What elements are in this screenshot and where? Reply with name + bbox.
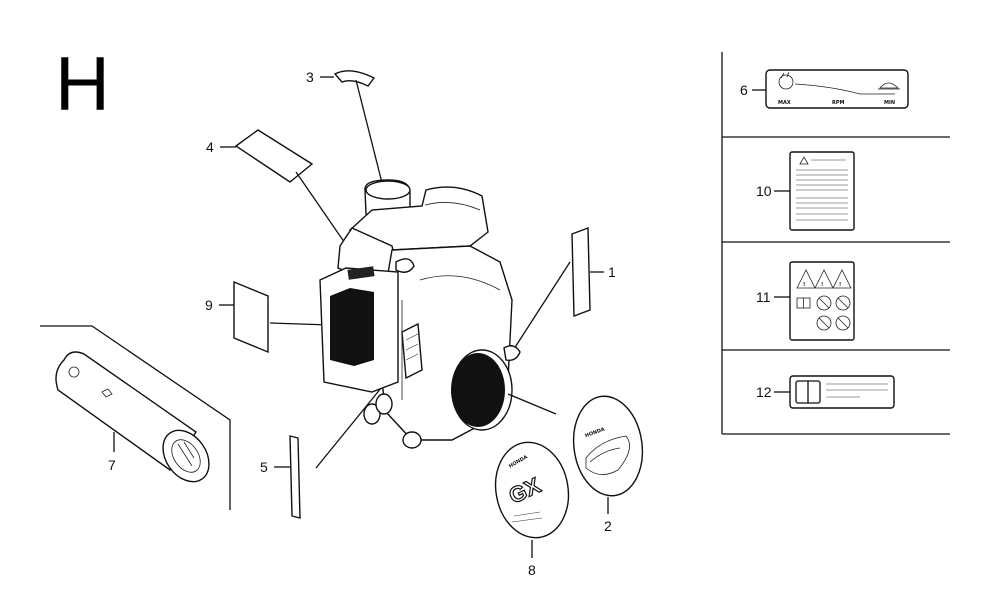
spark-plug-wrench <box>55 351 210 483</box>
hazard-triangle-icons: ! ! ! <box>796 269 852 289</box>
manual-book-icon <box>796 297 811 309</box>
callout-7: 7 <box>108 457 116 473</box>
warning-triangle-icon <box>799 156 809 165</box>
section-letter: H <box>55 42 110 127</box>
callout-5: 5 <box>260 459 268 475</box>
part-1-label[interactable]: 1 <box>511 226 616 353</box>
recoil-starter-disc <box>451 353 505 427</box>
part-6-throttle-label[interactable]: 6 MAX RPM MIN <box>740 69 909 109</box>
part-7-tool[interactable]: 7 <box>40 325 231 510</box>
air-cleaner-decal <box>330 288 374 366</box>
engine-assembly <box>319 179 557 449</box>
label6-rpm: RPM <box>832 100 845 106</box>
part-12-manual-label[interactable]: 12 <box>756 375 895 409</box>
rabbit-icon <box>778 71 794 90</box>
turtle-icon <box>878 82 900 90</box>
callout-6: 6 <box>740 82 748 98</box>
callout-3: 3 <box>306 69 314 85</box>
part-9-label[interactable]: 9 <box>205 280 331 354</box>
owners-manual-icon <box>795 380 821 404</box>
callout-10: 10 <box>756 183 772 199</box>
part-8-gx-decal[interactable]: HONDA GX 8 <box>488 436 576 578</box>
label6-max: MAX <box>778 100 791 106</box>
callout-12: 12 <box>756 384 772 400</box>
reference-panel <box>721 52 950 435</box>
callout-4: 4 <box>206 139 214 155</box>
part-11-safety-label[interactable]: 11 ! ! ! <box>756 261 855 341</box>
callout-1: 1 <box>608 264 616 280</box>
part-2-brand-decal[interactable]: HONDA 2 <box>567 392 648 534</box>
label6-min: MIN <box>884 100 895 106</box>
svg-text:!: ! <box>839 282 841 288</box>
svg-text:!: ! <box>821 282 823 288</box>
svg-text:!: ! <box>803 282 805 288</box>
part-10-warning-label[interactable]: 10 <box>756 151 855 231</box>
callout-11: 11 <box>756 289 771 305</box>
callout-9: 9 <box>205 297 213 313</box>
prohibition-icons <box>816 295 851 331</box>
part-4-label[interactable]: 4 <box>206 129 361 266</box>
callout-8: 8 <box>528 562 536 578</box>
callout-2: 2 <box>604 518 612 534</box>
